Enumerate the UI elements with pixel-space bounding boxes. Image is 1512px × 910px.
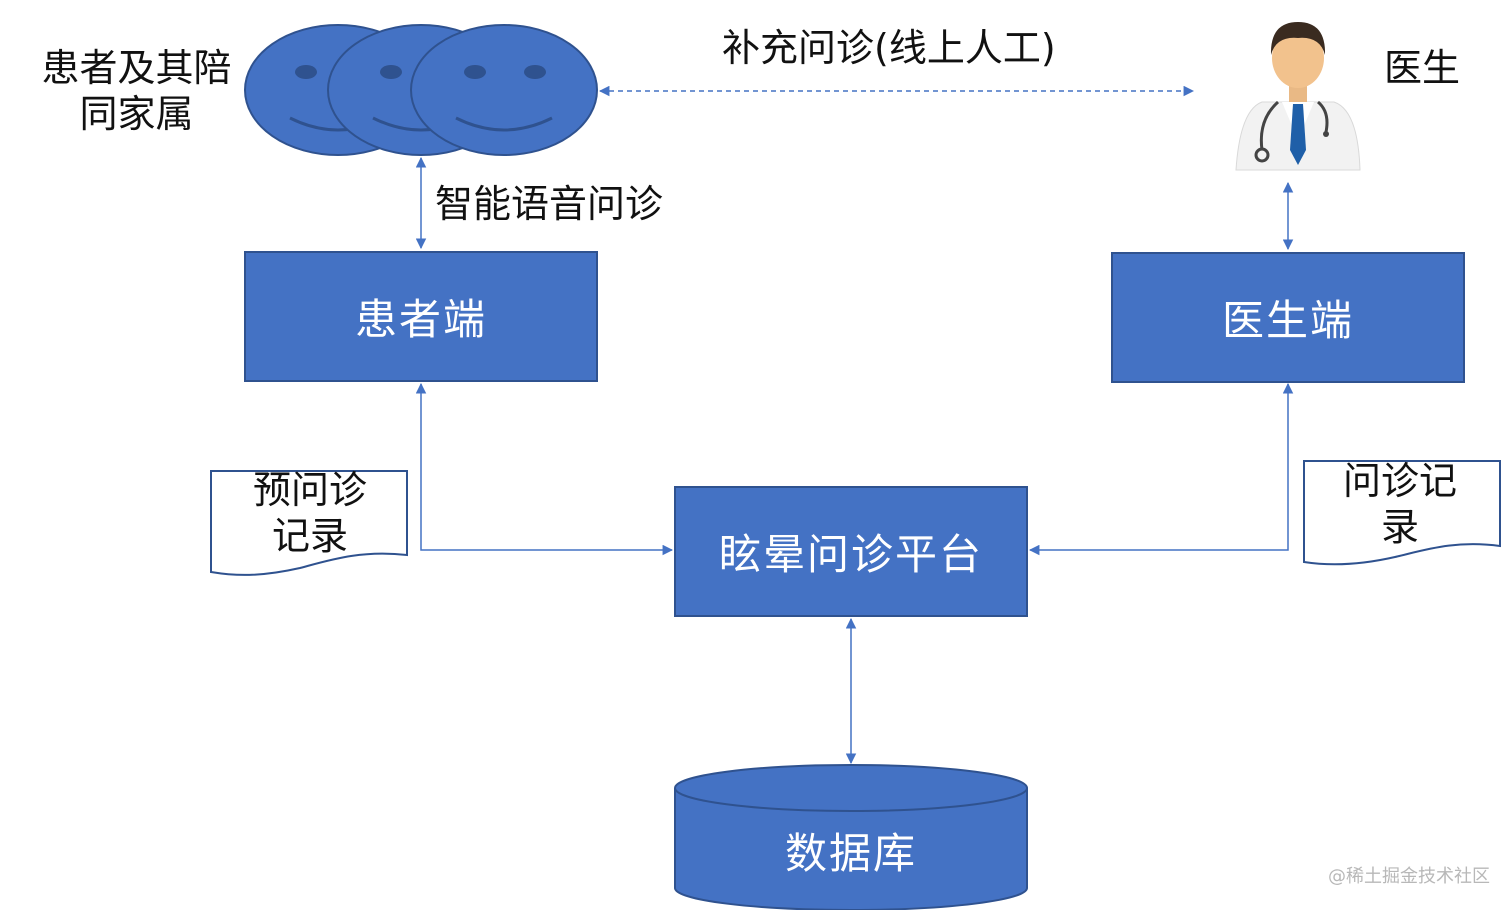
pre-record-document-text: 预问诊记录 [252, 468, 367, 558]
doctor-label: 医生 [1384, 46, 1461, 90]
record-document-shape [1303, 460, 1501, 566]
voice-edge-label: 智能语音问诊 [435, 182, 664, 226]
platform-label: 眩晕问诊平台 [718, 530, 983, 579]
doctor-icon [1235, 22, 1361, 171]
patient-platform-connector [415, 382, 674, 556]
database-cylinder [674, 764, 1028, 910]
doctor-client-node: 医生端 [1111, 252, 1465, 383]
doctor-client-label: 医生端 [1221, 296, 1354, 345]
watermark: @稀土掘金技术社区 [1328, 866, 1490, 887]
smiley-faces-icon [244, 24, 598, 156]
patient-client-node: 患者端 [244, 251, 598, 382]
database-label: 数据库 [784, 829, 917, 878]
patient-client-label: 患者端 [354, 295, 487, 344]
platform-doctor-connector [1028, 382, 1294, 556]
patients-label: 患者及其陪同家属 [41, 46, 232, 136]
record-document-text: 问诊记录 [1342, 459, 1457, 549]
supplement-edge-label: 补充问诊(线上人工) [722, 26, 1056, 70]
pre-record-document-shape [210, 470, 408, 576]
platform-node: 眩晕问诊平台 [674, 486, 1028, 617]
smiley-face-icon [410, 24, 598, 156]
